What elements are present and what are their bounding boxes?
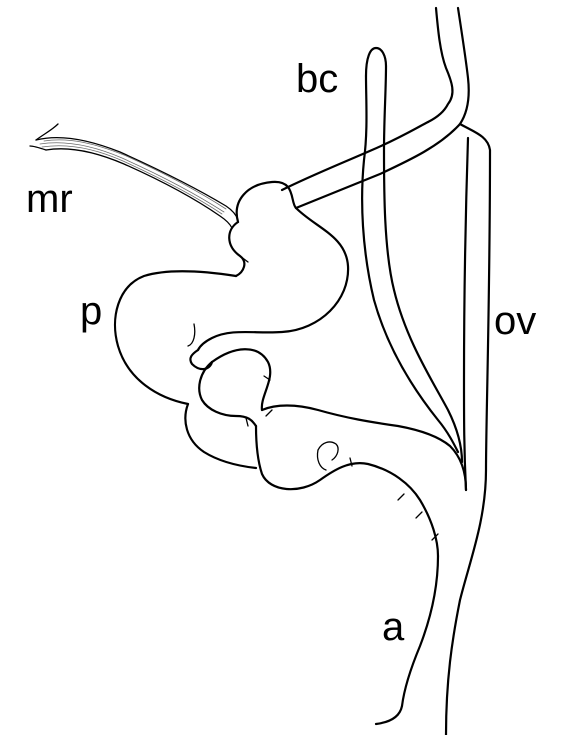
label-a: a bbox=[382, 605, 405, 649]
label-ov: ov bbox=[494, 299, 536, 343]
bursa-copulatrix bbox=[362, 48, 462, 462]
label-mr: mr bbox=[26, 177, 73, 221]
label-p: p bbox=[80, 289, 102, 333]
penis-coil bbox=[115, 182, 466, 556]
connecting-duct bbox=[282, 122, 460, 208]
oviduct bbox=[428, 8, 490, 735]
label-bc: bc bbox=[296, 57, 338, 101]
